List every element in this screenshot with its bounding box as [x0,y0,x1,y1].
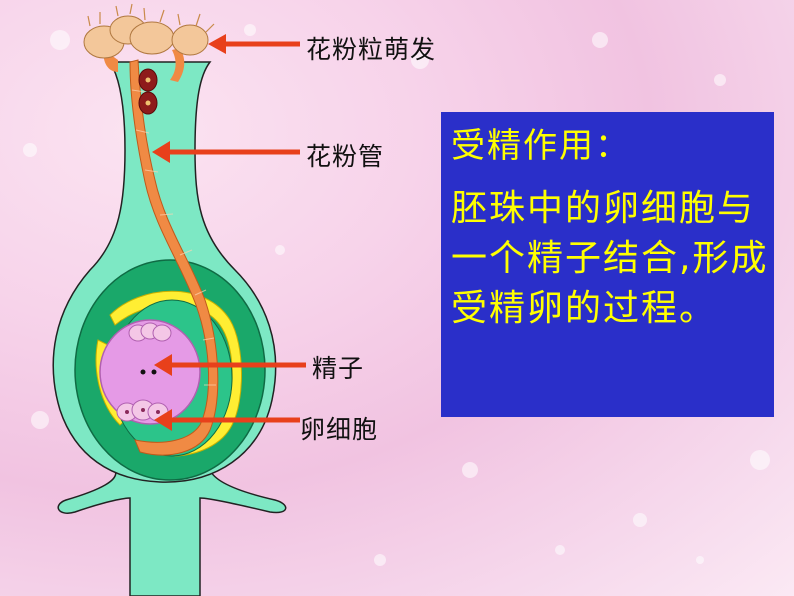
arrow-sperm [154,354,306,376]
egg-cell-body [99,319,201,425]
label-pollen-germination: 花粉粒萌发 [306,35,437,64]
sperm-cells [138,68,158,115]
info-body: 胚珠中的卵细胞与一个精子结合,形成受精卵的过程。 [451,188,769,329]
pollen-tube-stripes [131,89,216,386]
label-sperm: 精子 [312,354,365,383]
antipodal-cells [128,322,172,342]
sperm-nucleus-1 [140,369,146,375]
sperm-nucleus-2 [151,369,157,375]
label-egg-cell: 卵细胞 [300,415,379,444]
label-pollen-tube: 花粉管 [306,142,385,171]
arrow-pollen-germination [208,34,300,54]
pollen-tube [129,59,219,456]
stigma-pollen-grains [83,3,215,82]
fertilization-info-box: 受精作用： 胚珠中的卵细胞与一个精子结合,形成受精卵的过程。 [441,112,774,417]
arrow-egg-cell [154,409,300,431]
info-title: 受精作用： [451,126,631,166]
receptacle [57,469,287,596]
arrow-pollen-tube [152,141,300,163]
